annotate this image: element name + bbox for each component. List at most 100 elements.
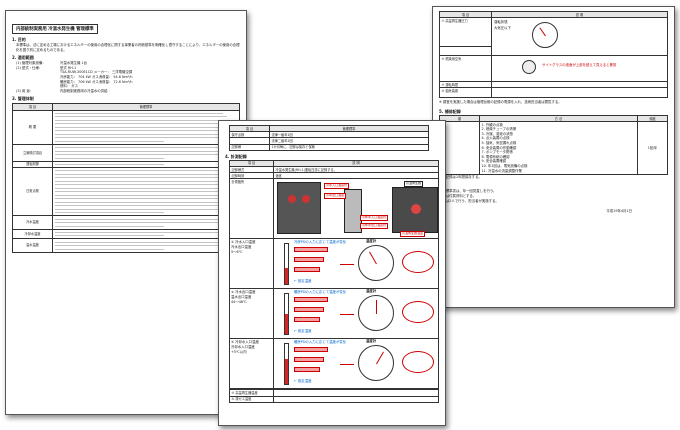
col-standard: 管理標準 [52,103,240,111]
photo-label: 冷水入口温度計 [324,183,350,190]
section-3-heading: 3. 管理体制 [12,96,34,102]
temperature-gauge-icon [358,345,394,382]
row-label: 冷水温度 [12,215,53,230]
meter-note: 暖房PDの入力に応じて温度が変化 [294,340,347,345]
reading-tag [294,367,320,373]
row-text [52,166,240,217]
management-table: 項 目 管理標準 概 要立案検討項目運転制御日常点検冷水温度冷却水温度温水温度 [12,103,240,253]
arrow-right-icon [340,264,354,266]
pressure-gauge-icon [532,22,558,49]
spec-row: 冷房能力： 704 kW ガス消費量： 54.6 Nm³/h [16,75,240,80]
row-label: ⑦ 高温再生器圧力 [439,17,492,47]
document-page-1: 内部統制実務用 冷温水発生機 管理標準 1. 目的 本標準は、法に定める工場にお… [5,10,247,415]
spec-row: (3) 用 途：内部統制実務用の冷温水の供給 [16,89,240,94]
thermometer-icon [284,343,289,386]
meter-sub: 冷水出口温度 [231,245,252,250]
meter-k: ③ 冷却水入口温度 [231,340,259,345]
frequency-value: 1回/年 [637,121,668,175]
reading-tag [294,257,324,263]
closing-list: この標準書は、年一回見直しを行う。様式は付属資料とする。修正は2人で行う、担当者… [439,189,668,203]
spec-row: (1) 管理対象設備：冷温水発生機 1台 [16,61,240,66]
table-row: 運転制御 [12,160,240,169]
row-text [52,109,240,145]
row-label: ⑩ 抽気装置 [439,87,492,99]
reading-tag [294,297,328,303]
temperature-gauge-icon [358,295,394,332]
set-temp-label: ← 設定温度 [294,329,312,334]
spec-key: (3) 用 途： [16,88,34,93]
row-value: 運転状態 [494,20,508,25]
section-1-body: 本標準は、法に定める工場におけるエネルギーの使用の合理化に関する事業者の判断基準… [16,43,240,52]
method-item: 8. 電源系統の確認 [481,154,510,159]
method-item: 11. 冷温水の流量調整作業 [481,168,522,173]
thermometer-icon [284,243,289,286]
callout-bubble [402,251,434,274]
spec-value: 冷房能力： 704 kW ガス消費量： 54.6 Nm³/h [60,74,133,79]
table-row: 日常点検 [12,166,240,217]
spec-value: 型式 RH-1 [60,65,77,70]
spec-value: 燃料： ガス [60,84,79,89]
set-temp-label: ← 設定温度 [294,379,312,384]
method-item: 3. 冷媒、溶液の状態 [481,131,513,136]
photo-label: 冷却水出口温度計 [360,223,389,230]
photo-label: 冷却水入口温度計 [360,215,389,222]
meter-sub: 冷却水入口温度 [231,345,255,350]
row-value: 適宜 [273,172,439,180]
arrow-right-icon [340,314,354,316]
table-row: 冷却水温度 [12,228,240,240]
row-label: 計測箇所 [229,178,274,240]
equipment-photo-3 [392,187,438,234]
gauge-label: 温度計 [366,239,377,244]
spec-row: TSA-RUW-300E1CD メーカー： 三洋電機空調 [16,70,240,75]
reading-tag [294,247,328,253]
row-value: サイトグラスの液面が上部を超えて見えると異常 [542,63,617,68]
spec-value: 冷温水発生機 1台 [60,61,87,66]
photo-label: 冷水出口温度 [324,193,347,200]
method-item: 10. 年1回は、電気設備の点検 [481,164,528,169]
document-page-3: 項 目 説 明 ⑦ 高温再生器圧力 運転状態 大気圧以下 ⑧ 燃焼用空気 [432,6,675,308]
spec-key: (2) 型式・仕様： [16,65,43,70]
spec-value: TSA-RUW-300E1CD メーカー： 三洋電機空調 [60,70,133,75]
closing-item: 様式は付属資料とする。 [439,193,477,198]
table-row: 温水温度 [12,238,240,253]
photo-label: 高温再生器 [404,181,424,188]
row-text [52,228,240,240]
method-item: 5. 抽気、気密漏れ点検 [481,141,517,146]
equipment-photo-2 [344,189,362,234]
row-label: ⑧ 燃焼用空気 [439,55,492,83]
section-5-heading: 5. 補修記録 [439,109,461,114]
reading-tag [294,357,324,363]
row-label: 冷却水温度 [12,228,53,240]
row-label: 立案検討項目 [12,143,53,162]
closing-item: 修正は2人で行う、担当者が実施する。 [439,198,499,203]
row-value: 大気圧以下 [494,26,511,31]
arrow-right-icon [340,364,354,366]
meter-note: 暖房PDの入力に応じて温度が変化 [294,290,347,295]
bottom-rows: ⑤ 高温再生器温度 ⑥ 排ガス温度 [229,389,439,403]
temperature-gauge-icon [358,245,394,282]
gauge-label: 温度計 [366,289,377,294]
method-item: 9. 安全装置確認 [481,159,507,164]
method-item: 4. 点火装置の点検 [481,136,510,141]
meter-k: ② 冷水出口温度 [231,290,256,295]
meter-note: 冷房PDの入力に応じて温度が変化 [294,240,347,245]
row-text [52,238,240,253]
row-label [439,45,492,57]
meter-row: ③ 冷却水入口温度冷却水入口温度+5℃以内← 設定温度暖房PDの入力に応じて温度… [229,339,439,390]
page-3-top-table: 項 目 説 明 ⑦ 高温再生器圧力 運転状態 大気圧以下 ⑧ 燃焼用空気 [439,10,668,99]
row-text [52,143,240,162]
row-value: 1か月毎に、記録は保存と保管 [269,143,429,151]
callout-bubble [402,351,434,374]
row-label: 記録様 [229,143,270,151]
reading-tag [294,267,320,273]
row-text [52,215,240,230]
col-frequency: 頻度 [637,114,668,123]
method-item: 7. ポンプモータ関係 [481,150,513,155]
